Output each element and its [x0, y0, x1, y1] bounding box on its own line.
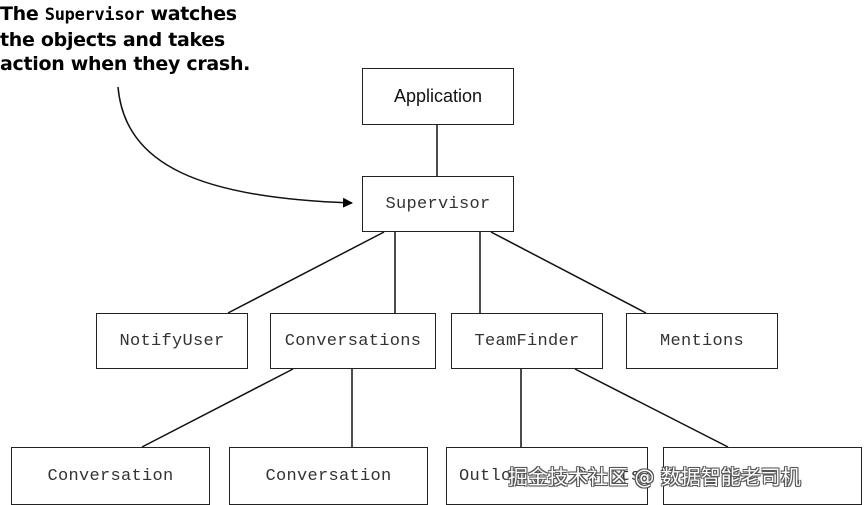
annotation-line-1-start: The: [0, 3, 45, 25]
node-conversation-1-label: Conversation: [47, 466, 174, 486]
edge-supervisor-notifyuser: [227, 231, 385, 314]
node-mentions: Mentions: [626, 313, 778, 369]
node-conversation-2: Conversation: [229, 447, 428, 505]
node-conversation-2-label: Conversation: [265, 466, 392, 486]
node-conversation-1: Conversation: [11, 447, 210, 505]
annotation-line-3: action when they crash.: [0, 53, 251, 75]
annotation-code-supervisor: Supervisor: [44, 5, 145, 25]
node-notifyuser-label: NotifyUser: [119, 331, 225, 351]
node-teamfinder: TeamFinder: [451, 313, 603, 369]
annotation-arrow: [117, 86, 353, 208]
node-supervisor-label: Supervisor: [385, 194, 491, 214]
node-mentions-label: Mentions: [659, 331, 744, 351]
edge-teamfinder-dots: [574, 368, 729, 448]
node-application-label: Application: [393, 86, 483, 106]
node-outlook-label: Outlo: [459, 466, 512, 486]
node-teamfinder-label: TeamFinder: [474, 331, 580, 351]
edge-conversations-conversation-1: [141, 368, 294, 448]
node-conversations: Conversations: [270, 313, 436, 369]
annotation-line-2: the objects and takes: [0, 28, 225, 51]
annotation-line-1: The Supervisor watches: [0, 2, 300, 28]
watermark-text: 掘金技术社区 @ 数据智能老司机: [508, 465, 801, 489]
node-dots-partial-label: ts: [619, 466, 641, 486]
node-notifyuser: NotifyUser: [96, 313, 248, 369]
annotation-text: The Supervisor watches the objects and t…: [0, 2, 300, 77]
edge-supervisor-mentions: [490, 231, 647, 314]
node-conversations-label: Conversations: [284, 331, 422, 351]
node-application: Application: [362, 68, 514, 125]
node-supervisor: Supervisor: [362, 176, 514, 232]
annotation-line-1-end: watches: [144, 3, 237, 25]
